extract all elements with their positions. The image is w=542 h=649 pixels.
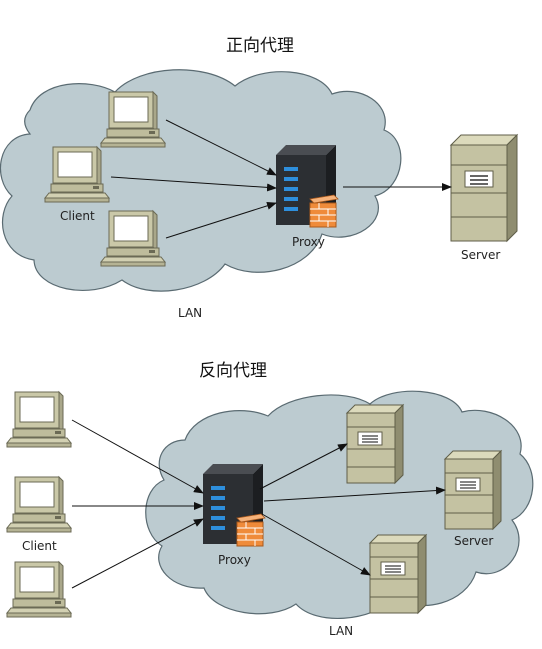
forward-proxy-label: Proxy [292,235,325,249]
forward-lan-cloud [0,69,402,292]
reverse-arrow-pc1-to-proxy [71,419,204,494]
reverse-client-label: Client [22,539,57,553]
reverse-backend-server-1 [346,404,404,484]
forward-arrow-pc1-to-proxy [165,119,277,176]
reverse-lan-cloud [145,390,534,620]
forward-proxy-section [0,69,518,292]
forward-arrow-pc3-to-proxy [165,201,277,239]
reverse-client-pc-1 [6,391,72,448]
forward-client-label: Client [60,209,95,223]
reverse-proxy-title: 反向代理 [199,361,267,381]
reverse-arrow-pc3-to-proxy [71,518,204,589]
reverse-proxy-section [6,390,534,620]
forward-proxy-title: 正向代理 [226,36,294,56]
reverse-arrow-proxy-to-server-3 [261,513,371,576]
reverse-lan-label: LAN [329,624,354,638]
forward-client-pc-3 [100,210,166,267]
forward-arrow-pc2-to-proxy [110,176,277,192]
reverse-server-label: Server [454,534,494,548]
forward-client-pc-1 [100,91,166,148]
forward-server-label: Server [461,248,501,262]
forward-proxy-server [275,144,339,228]
reverse-backend-server-2 [444,450,502,530]
reverse-proxy-label: Proxy [218,553,251,567]
reverse-proxy-server [202,463,266,547]
reverse-client-pc-2 [6,476,72,533]
forward-client-pc-2 [44,146,110,203]
forward-lan-label: LAN [178,306,203,320]
reverse-arrow-proxy-to-server-2 [263,486,446,502]
reverse-client-pc-3 [6,561,72,618]
reverse-backend-server-3 [369,534,427,614]
forward-target-server [450,134,518,242]
reverse-arrow-proxy-to-server-1 [259,443,348,490]
